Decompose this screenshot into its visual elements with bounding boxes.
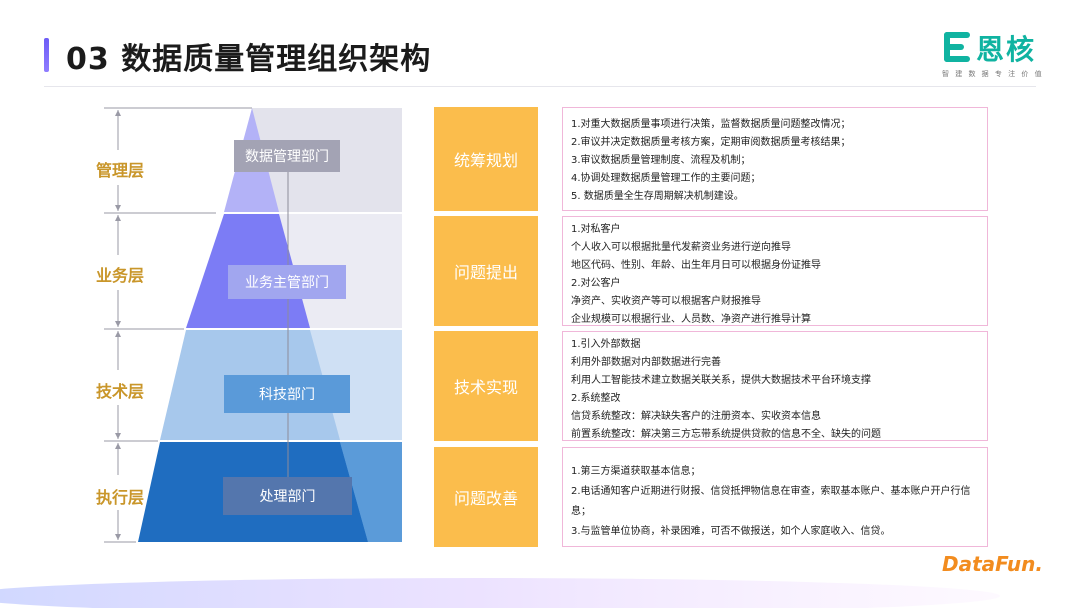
description-line: 2.系统整改 [571,393,621,404]
description-line: 净资产、实收资产等可以根据客户财报推导 [571,296,761,307]
description-line: 4.协调处理数据质量管理工作的主要问题； [571,173,761,184]
layer-label-business: 业务层 [95,266,144,285]
department-box-processing: 处理部门 [223,477,352,515]
description-line: 企业规模可以根据行业、人员数、净资产进行推导计算 [571,314,811,325]
layer-label-technology: 技术层 [95,382,144,401]
department-box-business: 业务主管部门 [228,265,346,299]
description-line: 前置系统整改：解决第三方忘带系统提供贷款的信息不全、缺失的问题 [571,429,881,440]
description-line: 利用人工智能技术建立数据关联关系，提供大数据技术平台环境支撑 [571,375,871,386]
logo-tagline: 智 建 数 据 专 注 价 值 [942,70,1044,78]
department-box-technology: 科技部门 [224,375,350,413]
description-technical-implementation: 1.引入外部数据 利用外部数据对内部数据进行完善 利用人工智能技术建立数据关联关… [562,331,988,441]
title-accent-bar [44,38,49,72]
pyramid-layer-4-side [340,442,402,542]
layer-label-management: 管理层 [95,161,144,180]
description-line: 1.引入外部数据 [571,339,641,350]
description-line: 2.对公客户 [571,278,621,289]
description-line: 信贷系统整改：解决缺失客户的注册资本、实收资本信息 [571,411,821,422]
description-line: 个人收入可以根据批量代发薪资业务进行逆向推导 [571,242,791,253]
description-line: 利用外部数据对内部数据进行完善 [571,357,721,368]
category-planning: 统筹规划 [434,107,538,211]
category-problem-improvement: 问题改善 [434,447,538,547]
description-problem-improvement: 1.第三方渠道获取基本信息； 2.电话通知客户近期进行财报、信贷抵押物信息在审查… [562,447,988,547]
datafun-logo: DataFun. [942,552,1043,576]
enhe-logo: 恩核 智 建 数 据 专 注 价 值 [942,30,1054,82]
bottom-decoration-glow [0,578,1000,608]
logo-name: 恩核 [976,33,1037,66]
logo-e-icon [944,32,970,62]
description-line: 3.审议数据质量管理制度、流程及机制； [571,155,751,166]
description-line: 2.审议并决定数据质量考核方案，定期审阅数据质量考核结果； [571,137,851,148]
title-divider [44,86,1036,87]
description-line: 1.第三方渠道获取基本信息； [571,466,701,477]
description-planning: 1.对重大数据质量事项进行决策，监督数据质量问题整改情况； 2.审议并决定数据质… [562,107,988,211]
description-line: 1.对私客户 [571,224,621,235]
department-box-data-management: 数据管理部门 [234,140,340,172]
description-line: 1.对重大数据质量事项进行决策，监督数据质量问题整改情况； [571,119,851,130]
description-line: 3.与监管单位协商，补录困难，可否不做报送，如个人家庭收入、信贷。 [571,526,891,537]
description-problem-raising: 1.对私客户 个人收入可以根据批量代发薪资业务进行逆向推导 地区代码、性别、年龄… [562,216,988,326]
category-problem-raising: 问题提出 [434,216,538,326]
guide-arrowheads [115,110,121,540]
description-line: 地区代码、性别、年龄、出生年月日可以根据身份证推导 [571,260,821,271]
layer-label-execution: 执行层 [95,488,144,507]
description-line: 2.电话通知客户近期进行财报、信贷抵押物信息在审查，索取基本账户、基本账户开户行… [571,486,971,517]
page-title: 03 数据质量管理组织架构 [66,42,432,77]
category-technical-implementation: 技术实现 [434,331,538,441]
description-line: 5. 数据质量全生存周期解决机制建设。 [571,191,744,202]
